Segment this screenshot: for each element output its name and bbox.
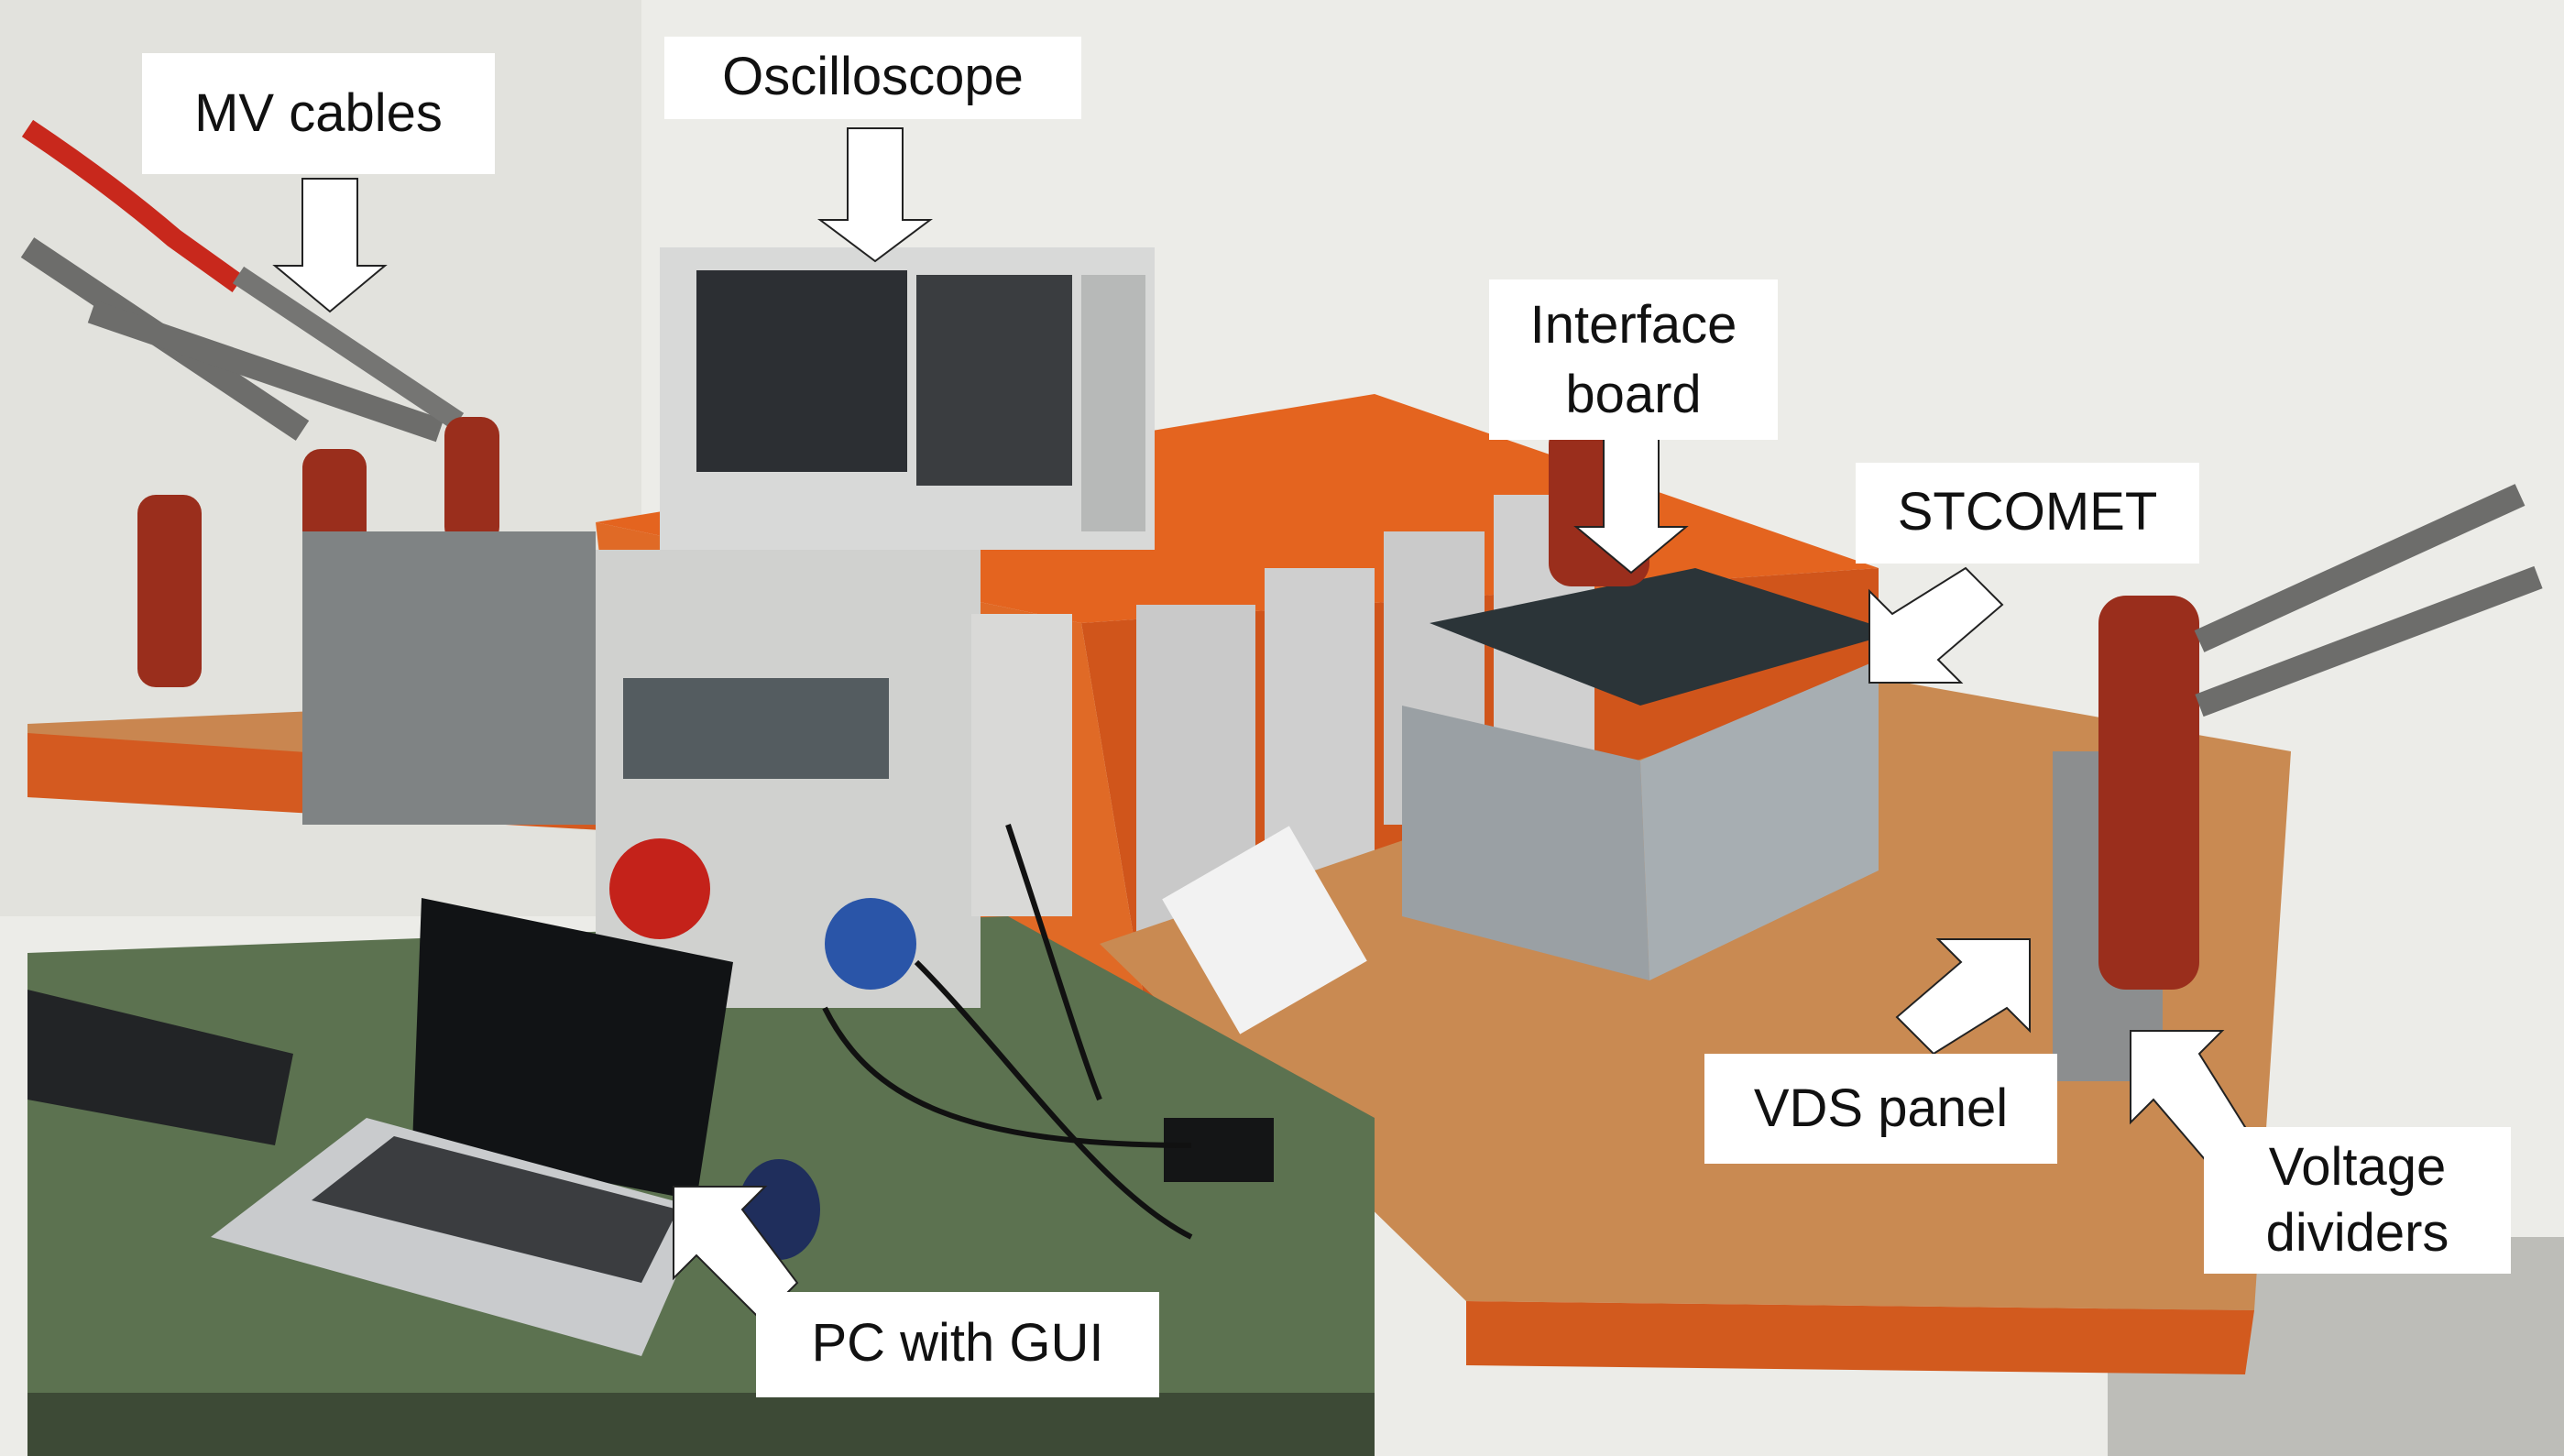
power-adapter xyxy=(1164,1118,1274,1182)
label-voltage-dividers-line1: Voltage xyxy=(2268,1137,2447,1197)
label-oscilloscope: Oscilloscope xyxy=(664,37,1081,119)
cables-bundle xyxy=(822,824,1193,1240)
interface-box-side xyxy=(1640,660,1879,980)
arrow-oscilloscope xyxy=(817,127,933,263)
arrow-mv-cables xyxy=(272,178,388,313)
insulator-left-3 xyxy=(444,417,499,545)
label-pc-with-gui-text: PC with GUI xyxy=(811,1313,1104,1373)
oscilloscope-controls xyxy=(916,275,1072,486)
arrow-interface-board xyxy=(1573,434,1689,575)
label-mv-cables: MV cables xyxy=(142,53,495,174)
label-voltage-dividers: Voltage dividers xyxy=(2204,1127,2511,1274)
laptop-keyboard xyxy=(312,1136,678,1283)
keyboard xyxy=(27,990,293,1145)
label-voltage-dividers-line2: dividers xyxy=(2265,1203,2449,1263)
insulator-left-1 xyxy=(137,495,202,687)
laptop-screen xyxy=(412,898,733,1200)
label-stcomet-text: STCOMET xyxy=(1897,482,2158,542)
oscilloscope-screen xyxy=(696,270,907,472)
label-vds-panel-text: VDS panel xyxy=(1753,1078,2009,1138)
arrow-vds-panel xyxy=(1895,938,2031,1056)
label-interface-board-line1: Interface xyxy=(1529,295,1737,355)
green-desk-edge xyxy=(27,1393,1375,1456)
blue-socket xyxy=(825,898,916,990)
label-vds-panel: VDS panel xyxy=(1704,1054,2057,1164)
mv-cable-right-1 xyxy=(2194,484,2526,652)
label-interface-board-line2: board xyxy=(1565,365,1702,424)
interface-box-top xyxy=(1430,568,1897,706)
mv-cable-2 xyxy=(87,300,444,443)
electric-panel-window xyxy=(623,678,889,779)
oscilloscope-vent xyxy=(1081,275,1145,531)
power-strip xyxy=(1162,826,1367,1035)
label-pc-with-gui: PC with GUI xyxy=(756,1292,1159,1397)
mv-cable-right-2 xyxy=(2195,565,2543,717)
right-desk-front xyxy=(1466,1301,2254,1374)
grey-box-left xyxy=(302,531,596,825)
mv-cable-3 xyxy=(232,266,465,431)
mv-cable-red xyxy=(21,119,245,292)
red-socket xyxy=(609,838,710,939)
interface-box-front xyxy=(1402,706,1649,980)
label-stcomet: STCOMET xyxy=(1856,463,2199,564)
insulator-right-1 xyxy=(2098,596,2199,990)
arrow-stcomet xyxy=(1868,566,2004,684)
label-interface-board: Interface board xyxy=(1489,279,1778,440)
console-panel-2 xyxy=(1265,568,1375,880)
label-oscilloscope-text: Oscilloscope xyxy=(722,47,1024,106)
arrow-pc-gui xyxy=(673,1186,799,1321)
label-mv-cables-text: MV cables xyxy=(194,83,443,143)
